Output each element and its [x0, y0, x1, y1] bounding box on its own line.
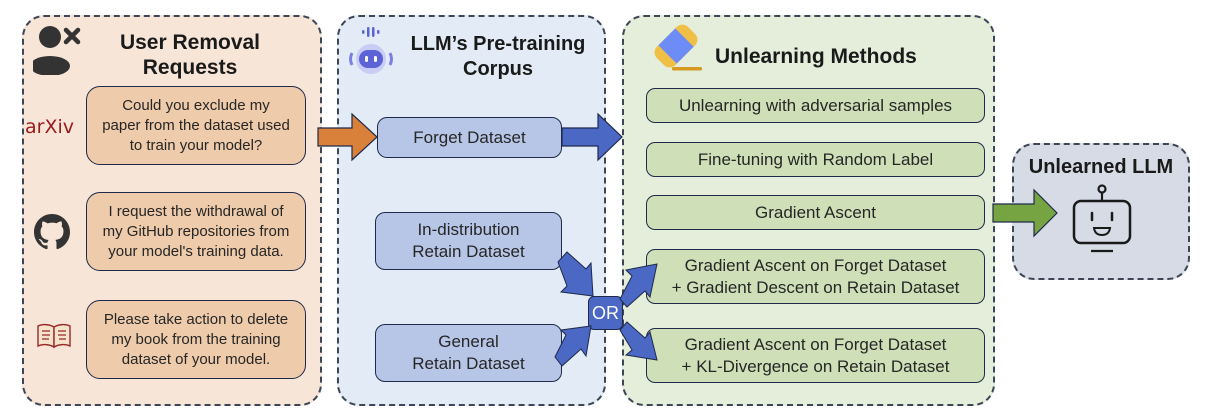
method-label-line: + KL-Divergence on Retain Dataset	[681, 356, 950, 376]
methods-panel-title: Unlearning Methods	[715, 45, 917, 68]
title-line: Requests	[142, 56, 238, 79]
unlearned-panel-title: Unlearned LLM	[1028, 156, 1174, 178]
request-text-line: I request the withdrawal of	[108, 202, 284, 220]
general-retain-dataset-box: General Retain Dataset	[375, 324, 562, 382]
method-adversarial-samples: Unlearning with adversarial samples	[646, 88, 985, 123]
dataset-label-line: Retain Dataset	[412, 354, 525, 373]
method-gradient-ascent: Gradient Ascent	[646, 195, 985, 230]
method-label-line: Gradient Ascent on Forget Dataset	[684, 334, 947, 354]
request-box-book: Please take action to delete my book fro…	[86, 300, 306, 379]
eraser-icon	[654, 24, 702, 71]
user-remove-icon	[33, 26, 81, 75]
method-random-label: Fine-tuning with Random Label	[646, 142, 985, 177]
github-icon	[34, 214, 70, 250]
ai-bot-icon	[349, 27, 393, 74]
title-line: LLM’s Pre-training	[410, 33, 586, 55]
request-text-line: my GitHub repositories from	[102, 222, 290, 240]
in-distribution-retain-dataset-box: In-distribution Retain Dataset	[375, 212, 562, 270]
title-line: Corpus	[463, 58, 533, 80]
request-box-github: I request the withdrawal of my GitHub re…	[86, 192, 306, 271]
method-label: Gradient Ascent	[755, 202, 876, 222]
request-text-line: Could you exclude my	[122, 96, 270, 114]
method-ga-plus-kl: Gradient Ascent on Forget Dataset + KL-D…	[646, 328, 985, 383]
method-label-line: Gradient Ascent on Forget Dataset	[684, 255, 947, 275]
arxiv-logo: arXiv	[25, 116, 74, 138]
book-icon	[37, 323, 71, 349]
method-label: Unlearning with adversarial samples	[678, 95, 953, 115]
title-line: User Removal	[119, 31, 261, 54]
or-label: OR	[592, 302, 619, 323]
forget-dataset-label: Forget Dataset	[413, 127, 526, 147]
request-text-line: dataset of your model.	[121, 350, 271, 368]
dataset-label-line: General	[438, 332, 499, 351]
forget-dataset-box: Forget Dataset	[377, 117, 562, 158]
method-label: Fine-tuning with Random Label	[697, 149, 934, 169]
corpus-panel-title: LLM’s Pre-training Corpus	[398, 32, 598, 82]
request-text-line: paper from the dataset used	[102, 116, 290, 134]
dataset-label-line: In-distribution	[417, 220, 520, 239]
user-panel-title: User Removal Requests	[100, 30, 280, 80]
method-ga-plus-gd: Gradient Ascent on Forget Dataset + Grad…	[646, 249, 985, 304]
request-text-line: my book from the training	[111, 330, 281, 348]
method-label-line: + Gradient Descent on Retain Dataset	[671, 277, 960, 297]
request-text-line: Please take action to delete	[103, 310, 289, 328]
or-junction: OR	[588, 296, 623, 330]
request-box-arxiv: Could you exclude my paper from the data…	[86, 86, 306, 165]
dataset-label-line: Retain Dataset	[412, 242, 525, 261]
robot-icon	[1072, 184, 1132, 253]
request-text-line: your model's training data.	[108, 242, 284, 260]
request-text-line: to train your model?	[129, 136, 263, 154]
